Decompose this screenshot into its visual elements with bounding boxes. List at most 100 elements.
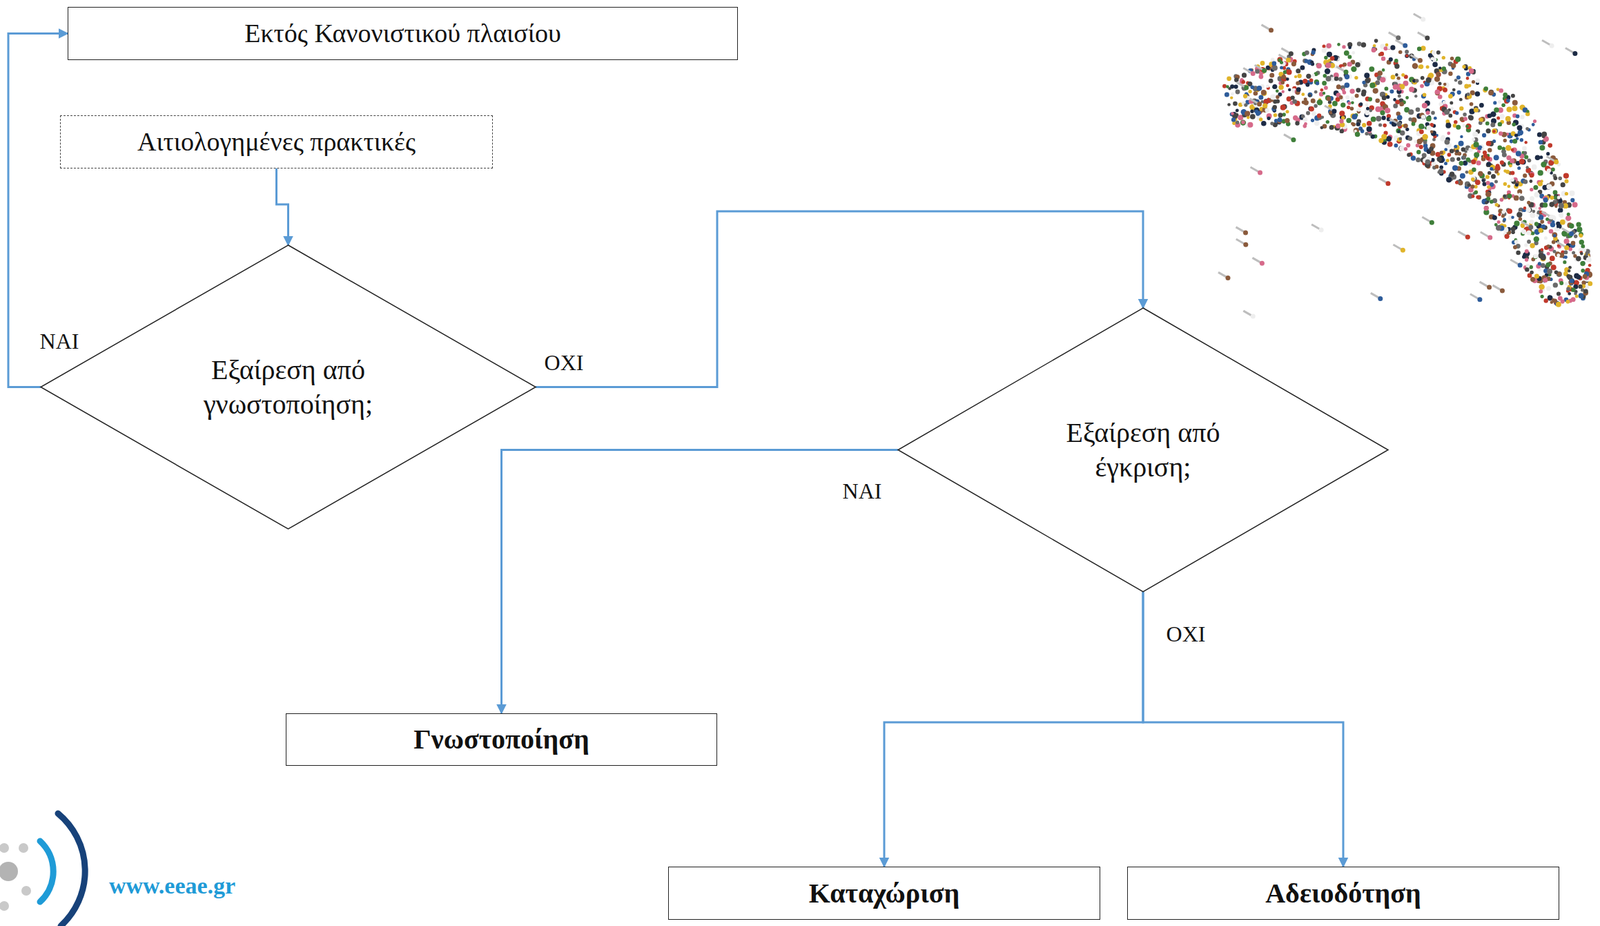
crowd-person [1580,244,1585,249]
crowd-person [1449,171,1456,177]
crowd-person [1524,258,1529,262]
crowd-person [1426,110,1431,115]
crowd-person [1557,207,1564,214]
crowd-person [1461,64,1466,69]
crowd-person [1269,72,1275,78]
crowd-person [1243,103,1248,107]
crowd-person [1571,287,1576,293]
crowd-person [1296,86,1302,92]
crowd-person [1453,120,1458,125]
crowd-person [1497,122,1502,127]
crowd-person [1386,95,1390,99]
crowd-person [1557,271,1562,277]
crowd-person [1522,145,1527,151]
crowd-person [1345,118,1352,124]
crowd-person [1389,89,1394,94]
node-text: Γνωστοποίηση [413,722,589,757]
crowd-person [1548,214,1554,220]
crowd-person [1316,62,1322,69]
crowd-person [1487,113,1493,119]
crowd-person [1442,100,1447,105]
crowd-person [1546,168,1551,173]
crowd-person [1475,78,1481,84]
crowd-person [1456,157,1461,162]
crowd-person [1515,182,1519,187]
crowd-person [1487,147,1492,152]
crowd-person [1533,184,1538,190]
crowd-person [1497,213,1501,217]
crowd-person [1497,220,1501,224]
crowd-person [1529,212,1536,219]
crowd-person [1346,105,1351,110]
crowd-person [1510,178,1515,182]
crowd-person [1408,109,1414,115]
crowd-person [1467,183,1471,188]
crowd-person [1513,195,1520,201]
crowd-person [1392,98,1397,102]
crowd-person [1579,251,1583,255]
crowd-person [1578,233,1583,238]
crowd-person [1450,62,1457,69]
decision-diamond: Εξαίρεση από γνωστοποίηση; [40,245,536,529]
crowd-person [1512,100,1518,106]
crowd-person [1392,103,1398,109]
crowd-person [1487,171,1491,175]
crowd-person [1247,122,1253,128]
crowd-person [1275,89,1280,93]
crowd-person [1436,50,1441,55]
crowd-person [1277,117,1283,123]
crowd-person [1448,71,1453,76]
crowd-person [1243,242,1248,248]
crowd-person [1520,223,1525,228]
crowd-person [1465,123,1471,130]
crowd-person [1296,73,1302,78]
crowd-person [1378,122,1382,127]
crowd-person [1564,250,1569,255]
crowd-person [1351,51,1355,55]
crowd-person [1506,98,1511,103]
crowd-person [1422,93,1427,98]
crowd-person [1537,181,1543,187]
crowd-person [1507,193,1513,199]
crowd-person [1529,270,1534,275]
crowd-person [1456,75,1461,80]
crowd-person [1417,46,1422,52]
crowd-person [1350,66,1357,72]
crowd-person [1313,104,1317,108]
crowd-person [1381,56,1386,61]
crowd-person [1225,84,1230,89]
crowd-person [1403,147,1408,151]
crowd-person [1518,217,1523,221]
crowd-person [1481,178,1487,183]
crowd-person [1325,95,1331,101]
crowd-person [1230,84,1235,89]
crowd-person [1542,277,1548,283]
crowd-person [1388,57,1393,62]
crowd-person [1421,114,1427,120]
crowd-person [1225,275,1231,281]
crowd-person [1295,68,1301,74]
crowd-person [1257,170,1263,176]
crowd-person [1429,220,1435,226]
logo-arc [57,813,85,926]
crowd-person [1311,73,1315,77]
crowd-person [1390,44,1395,50]
crowd-person [1485,121,1490,126]
crowd-person [1545,262,1551,268]
crowd-person [1413,140,1418,144]
crowd-person [1348,55,1353,60]
crowd-person [1587,280,1593,286]
crowd-person [1510,93,1516,99]
crowd-person [1499,197,1505,202]
crowd-person [1247,89,1252,94]
crowd-person [1582,274,1588,279]
crowd-person [1549,43,1555,49]
crowd-person [1546,268,1553,275]
crowd-person [1442,87,1448,93]
node-text: Εξαίρεση από γνωστοποίηση; [178,352,399,422]
crowd-person [1495,202,1499,207]
crowd-person [1361,42,1367,48]
crowd-person [1525,127,1529,131]
crowd-person [1363,72,1370,78]
crowd-person [1560,182,1566,188]
